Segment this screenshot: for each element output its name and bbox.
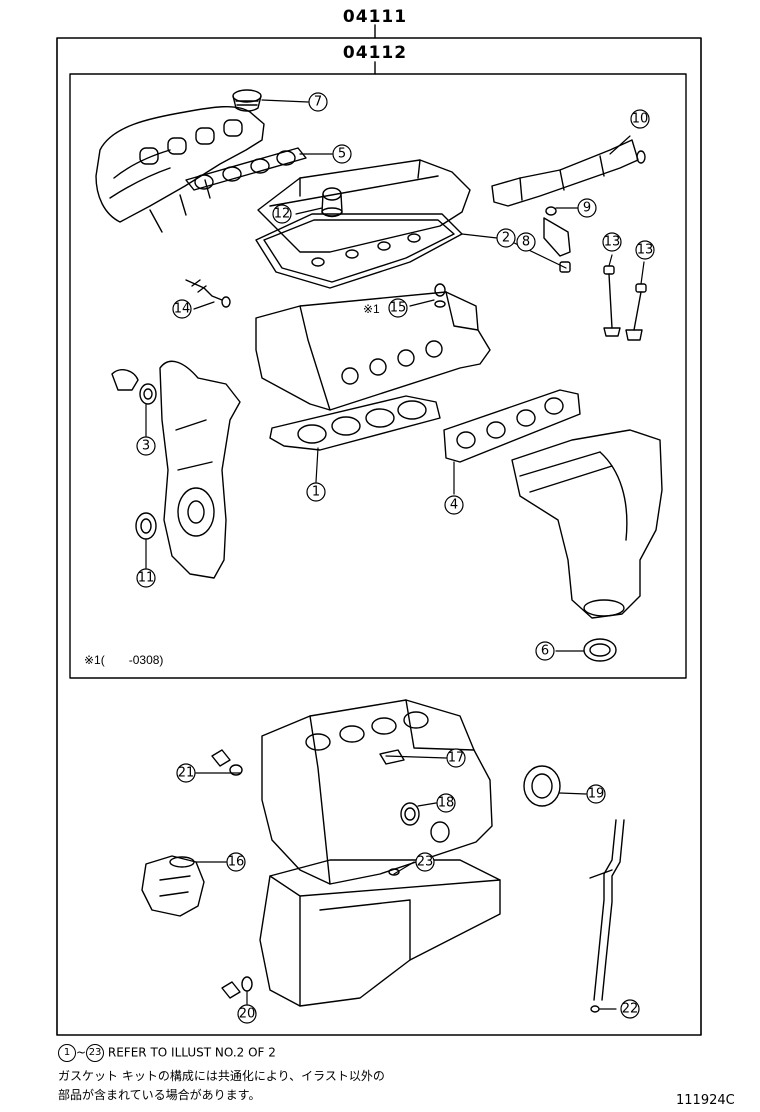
range-end-circle: 23	[86, 1044, 105, 1062]
callout-14: 14	[174, 302, 191, 317]
valves	[603, 265, 647, 341]
head-plug-seal	[434, 283, 446, 308]
gasket-kit-part-number: 04112	[343, 43, 407, 63]
spark-plug-tube-gasket	[321, 187, 343, 218]
callout-17: 17	[448, 751, 465, 766]
block-gasket-17	[379, 749, 405, 765]
drain-plug-21	[211, 749, 243, 776]
note-marker-15: ※1	[363, 302, 380, 316]
oil-pan-gasket-23	[388, 868, 400, 876]
cylinder-head-gasket	[269, 395, 441, 451]
oil-filter-union	[430, 821, 450, 843]
kit-part-number: 04111	[343, 7, 407, 27]
exhaust-manifold	[511, 429, 663, 619]
exhaust-pipe-gasket	[583, 638, 617, 662]
range-start-circle: 1	[58, 1044, 76, 1062]
callout-19: 19	[588, 787, 605, 802]
callout-18: 18	[438, 796, 455, 811]
callout-2: 2	[502, 231, 510, 246]
footer-jp-line2: 部品が含まれている場合があります。	[58, 1088, 261, 1102]
oil-pan	[259, 859, 501, 1007]
crankshaft-front-oil-seal	[135, 512, 157, 540]
callout-13-b: 13	[637, 243, 654, 258]
applicability-note: ※1( -0308)	[84, 653, 163, 667]
water-pump	[141, 855, 205, 917]
callout-12: 12	[274, 207, 291, 222]
callout-7: 7	[314, 95, 322, 110]
footer-reference: 1~23 REFER TO ILLUST NO.2 OF 2	[58, 1044, 276, 1062]
callout-20: 20	[239, 1007, 256, 1022]
camshaft	[491, 139, 639, 207]
callout-5: 5	[338, 147, 346, 162]
refer-text: REFER TO ILLUST NO.2 OF 2	[107, 1045, 276, 1060]
callout-23: 23	[417, 855, 434, 870]
callout-10: 10	[632, 112, 649, 127]
callout-11: 11	[138, 571, 155, 586]
callout-3: 3	[142, 439, 150, 454]
cylinder-head-cover	[257, 159, 471, 253]
callout-16: 16	[228, 855, 245, 870]
callout-13-a: 13	[604, 235, 621, 250]
small-o-ring-10	[636, 150, 646, 164]
oil-drain-plug-20	[221, 976, 253, 999]
callout-22: 22	[622, 1002, 639, 1017]
illustration-code: 111924C	[676, 1093, 735, 1108]
sensor-gasket	[185, 279, 231, 308]
cylinder-block	[261, 699, 493, 885]
callout-4: 4	[450, 498, 458, 513]
callout-6: 6	[541, 644, 549, 659]
timing-chain-cover	[159, 360, 241, 579]
oil-level-gauge-guide	[589, 819, 625, 1001]
range-tilde: ~	[76, 1045, 87, 1060]
callout-1: 1	[312, 485, 320, 500]
oil-seal-18	[400, 802, 420, 826]
callout-9: 9	[583, 201, 591, 216]
exhaust-manifold-gasket	[443, 389, 581, 463]
injector-o-ring	[543, 206, 571, 257]
callout-15: 15	[390, 301, 407, 316]
gauge-guide-o-ring	[590, 1005, 600, 1013]
gasket-kit-frame	[69, 73, 687, 679]
oil-filler-cap	[232, 89, 262, 112]
footer-jp-line1: ガスケット キットの構成には共通化により、イラスト以外の	[58, 1069, 385, 1083]
cylinder-head	[255, 291, 491, 411]
intake-manifold-gasket	[185, 147, 307, 191]
head-cover-gasket	[255, 213, 463, 289]
rear-oil-seal	[523, 765, 561, 807]
water-outlet-gasket	[111, 369, 157, 405]
injector-seal	[559, 261, 571, 273]
outer-frame	[56, 37, 702, 1036]
callout-8: 8	[522, 235, 530, 250]
callout-21: 21	[178, 766, 195, 781]
intake-manifold	[95, 105, 265, 233]
